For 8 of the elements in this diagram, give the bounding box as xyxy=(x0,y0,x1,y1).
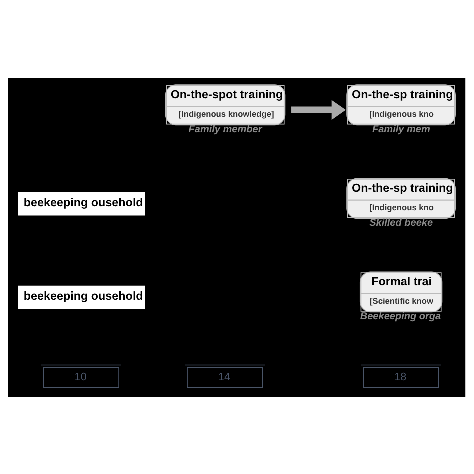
arrow xyxy=(292,100,346,120)
node-label: Family member xyxy=(188,124,262,135)
node-label: Skilled beeke xyxy=(370,217,434,228)
label: 18 xyxy=(394,371,407,384)
node-label: Family mem xyxy=(372,124,430,135)
label: 10 xyxy=(74,371,87,384)
label: 14 xyxy=(218,371,230,384)
node-label: Beekeeping orga xyxy=(360,310,442,322)
